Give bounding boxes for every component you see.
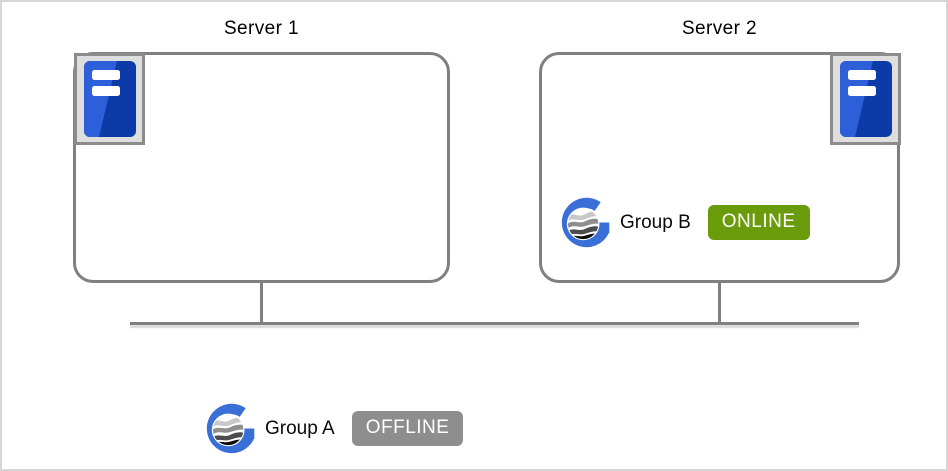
server-tower-icon [840,61,892,137]
group-a-item: Group A OFFLINE [203,400,464,457]
group-a-status-badge: OFFLINE [351,411,464,446]
server1-network-connector [260,281,263,324]
server1-title: Server 1 [223,18,299,39]
server2-title: Server 2 [681,18,757,39]
group-b-item: Group B ONLINE [558,194,810,251]
group-b-label: Group B [620,211,691,233]
server2-network-connector [718,281,721,324]
server2-icon-frame [830,53,901,145]
server1-icon-frame [74,53,145,145]
network-line [130,322,859,325]
group-a-label: Group A [265,417,335,439]
group-globe-icon [203,400,260,457]
group-globe-icon [558,194,615,251]
group-b-status-badge: ONLINE [707,205,810,240]
server-tower-icon [84,61,136,137]
